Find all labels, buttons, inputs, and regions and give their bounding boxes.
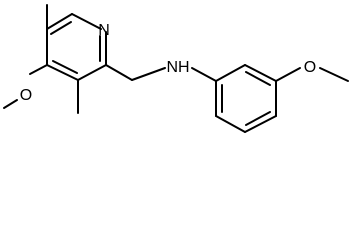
molecule-drawing: N NH O O xyxy=(3,4,349,133)
methoxy-bond-left xyxy=(29,64,48,75)
bond xyxy=(244,115,277,133)
double-bond xyxy=(52,60,78,74)
bond xyxy=(46,13,73,30)
pyridine-ring xyxy=(46,13,107,81)
bond xyxy=(46,64,79,81)
methoxy-methyl-bond-left xyxy=(3,99,18,109)
chemical-structure-diagram: N NH O O xyxy=(3,4,349,133)
bond xyxy=(77,64,107,81)
bond xyxy=(71,13,102,30)
amine-nh-label: NH xyxy=(166,59,189,76)
bond xyxy=(244,64,277,82)
ch2-bond xyxy=(105,64,133,81)
methoxy-oxygen-left-label: O xyxy=(20,87,32,104)
bond xyxy=(215,64,246,82)
bond xyxy=(215,115,246,133)
pyridine-nitrogen-label: N xyxy=(98,22,110,39)
double-bond xyxy=(245,111,271,126)
methoxy-methyl-bond-right xyxy=(319,67,349,82)
methoxy-oxygen-right-label: O xyxy=(304,59,316,76)
double-bond xyxy=(245,71,271,86)
ch2-nh-bond xyxy=(131,67,166,81)
methoxy-bond-right xyxy=(275,67,301,82)
benzene-ring xyxy=(215,64,277,133)
double-bond xyxy=(50,21,72,35)
nh-aryl-bond xyxy=(191,67,217,82)
